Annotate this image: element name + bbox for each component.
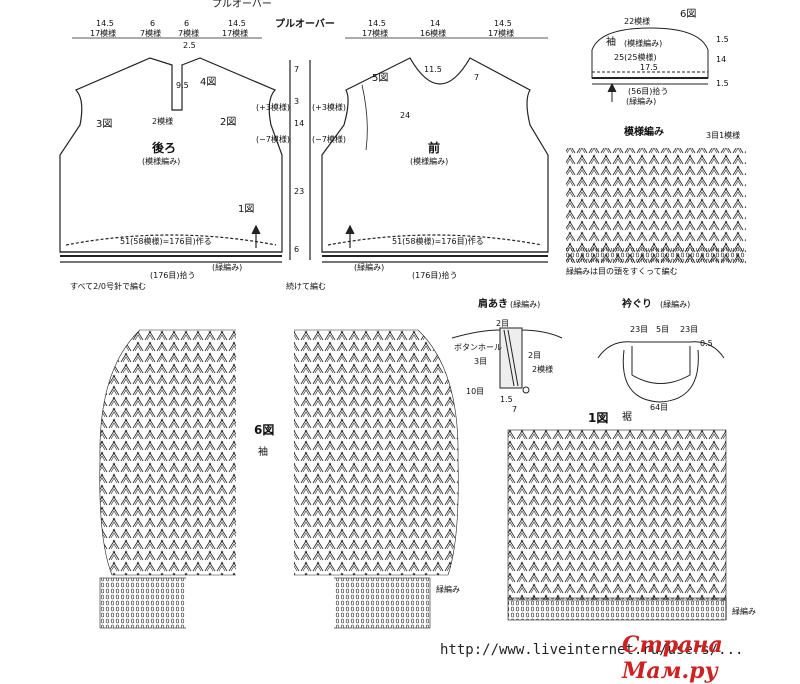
shoulder-label-b: 2目	[528, 351, 542, 360]
collar-label-b: 5目	[656, 325, 670, 334]
measure-back-slit-right-rows: 7模様	[178, 29, 200, 38]
back-subtitle: (模様編み)	[142, 157, 181, 166]
swatch-repeat: 3目1模様	[706, 131, 741, 140]
schematic-drawing	[59, 27, 746, 630]
back-slit-label-a: 2.5	[183, 41, 196, 50]
sleeve-chart-label: 6図	[254, 423, 275, 437]
note-pickup-back: (176目)拾う	[150, 271, 196, 280]
back-label-2: 2図	[220, 117, 237, 128]
collar-label-a: 23目	[630, 325, 649, 334]
note-all-needle: すべて2/0号針で編む	[70, 282, 146, 291]
shoulder-subtitle: (緑編み)	[510, 300, 541, 309]
small-sleeve-label: 6図	[680, 9, 697, 20]
note-continue: 続けて編む	[286, 282, 326, 291]
shoulder-label-a: 2目	[496, 319, 510, 328]
front-side-row-b: (−7模様)	[312, 135, 347, 144]
back-label-3: 3図	[96, 119, 113, 130]
small-sleeve-measure-a: 22模様	[624, 17, 651, 26]
measure-back-left-rows: 17模様	[90, 29, 117, 38]
back-label-4: 4図	[200, 77, 217, 88]
back-side-mark-a: 7	[294, 65, 300, 74]
back-title: 後ろ	[152, 141, 177, 155]
measure-front-neck-rows: 16模様	[420, 29, 447, 38]
sleeve-chart	[99, 318, 459, 630]
hem-chart	[507, 429, 727, 621]
shoulder-label-c: 3目	[474, 357, 488, 366]
collar-subtitle: (緑編み)	[660, 300, 691, 309]
note-pickup-front: (176目)拾う	[412, 271, 458, 280]
back-side-row-a: (+3模様)	[256, 103, 291, 112]
back-hem-text: 51(58模様)=176目)作る	[120, 237, 212, 246]
back-slit-label-c: 2模様	[152, 117, 174, 126]
shoulder-label-e: 2模様	[532, 365, 554, 374]
back-side-mark-e: 6	[294, 245, 300, 254]
small-sleeve-side-a: 1.5	[716, 35, 729, 44]
small-sleeve-measure-d: (56目)拾う	[628, 87, 669, 96]
measure-back-right: 14.5	[228, 19, 246, 28]
small-sleeve-ribbing: (緑編み)	[626, 97, 657, 106]
shoulder-buttonhole: ボタンホール	[454, 343, 502, 352]
hem-chart-label: 1図	[588, 411, 609, 425]
front-ribbing: (緑編み)	[354, 263, 385, 272]
shoulder-dim-a: 1.5	[500, 395, 513, 404]
back-label-1: 1図	[238, 204, 255, 215]
watermark-logo: Страна Мам.ру	[622, 632, 723, 684]
measure-back-right-rows: 17模様	[222, 29, 249, 38]
back-side-mark-c: 14	[294, 119, 305, 128]
measure-back-slit-left: 6	[150, 19, 156, 28]
source-url: http://www.liveinternet.ru/users/...	[440, 642, 744, 658]
back-slit-label-b: 9.5	[176, 81, 189, 90]
small-sleeve-title: 袖	[606, 37, 616, 48]
collar-label-c: 23目	[680, 325, 699, 334]
front-label-5: 5図	[372, 73, 389, 84]
front-title: 前	[428, 141, 441, 155]
back-ribbing: (緑編み)	[212, 263, 243, 272]
measure-back-left: 14.5	[96, 19, 114, 28]
measure-front-neck: 14	[430, 19, 441, 28]
collar-dim: 0.5	[700, 339, 713, 348]
pattern-swatch-rib	[566, 248, 746, 262]
measure-front-left: 14.5	[368, 19, 386, 28]
small-sleeve-side-b: 14	[716, 55, 727, 64]
small-sleeve-subtitle: (模様編み)	[624, 39, 663, 48]
hem-chart-edge: 緑編み	[732, 607, 756, 616]
top-title: プルオーバー	[212, 0, 272, 10]
measure-front-right: 14.5	[494, 19, 512, 28]
measure-front-right-rows: 17模様	[488, 29, 515, 38]
collar-detail	[597, 341, 725, 403]
front-hem-text: 51(58模様)=176目)作る	[392, 237, 484, 246]
back-side-mark-b: 3	[294, 97, 300, 106]
swatch-title: 模様編み	[624, 127, 664, 138]
front-piece-outline	[309, 57, 549, 263]
center-title: プルオーバー	[275, 19, 335, 30]
shoulder-label-d: 10目	[466, 387, 485, 396]
small-sleeve-outline	[591, 27, 709, 102]
front-neck-mark-b: 7	[474, 73, 480, 82]
shoulder-dim-b: 7	[512, 405, 518, 414]
front-side-row-a: (+3模様)	[312, 103, 347, 112]
front-neck-mark-c: 24	[400, 111, 411, 120]
sleeve-chart-edge: 緑編み	[436, 585, 460, 594]
collar-title: 衿ぐり	[622, 299, 652, 310]
front-subtitle: (模様編み)	[410, 157, 449, 166]
back-piece-outline	[59, 57, 291, 263]
swatch-note: 緑編みは目の頭をすくって編む	[566, 267, 678, 276]
back-side-mark-d: 23	[294, 187, 305, 196]
measure-front-left-rows: 17模様	[362, 29, 389, 38]
shoulder-title: 肩あき	[478, 299, 508, 310]
measure-back-slit-right: 6	[184, 19, 190, 28]
crochet-pattern-sheet: プルオーバー プルオーバー 14.5 17模様 6 7模様 6 7模様 14.5…	[59, 0, 756, 684]
hem-chart-title: 裾	[622, 412, 632, 423]
small-sleeve-measure-c: 17.5	[640, 63, 658, 72]
small-sleeve-side-c: 1.5	[716, 79, 729, 88]
shoulder-opening-detail	[451, 327, 563, 394]
sleeve-chart-title: 袖	[258, 447, 268, 458]
front-neck-mark-a: 11.5	[424, 65, 442, 74]
collar-label-d: 64目	[650, 403, 669, 412]
back-side-row-b: (−7模様)	[256, 135, 291, 144]
measure-back-slit-left-rows: 7模様	[140, 29, 162, 38]
pattern-swatch-grid	[566, 148, 746, 264]
small-sleeve-measure-b: 25(25模様)	[614, 53, 657, 62]
